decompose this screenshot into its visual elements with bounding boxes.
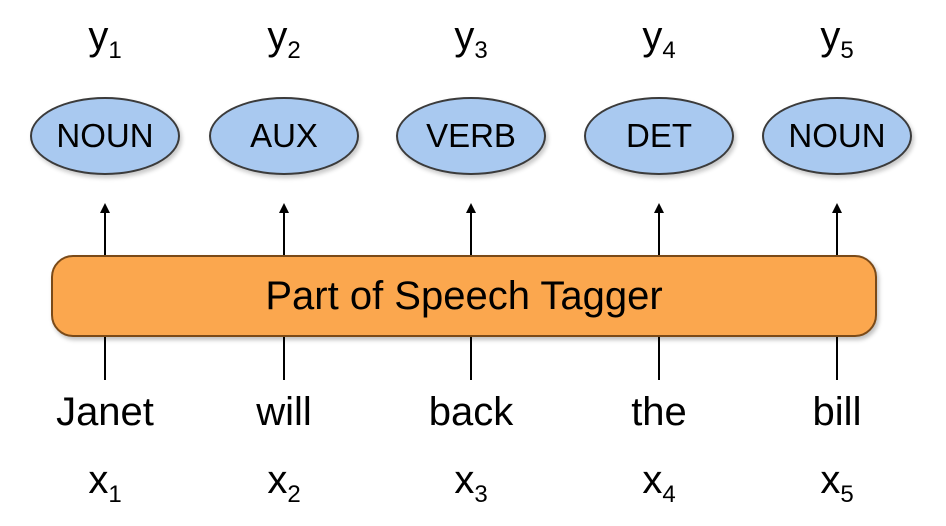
pos-tag-label: VERB xyxy=(426,117,516,154)
pos-tagger-label: Part of Speech Tagger xyxy=(265,273,663,318)
input-word: the xyxy=(631,390,687,434)
input-variable: x2 xyxy=(174,456,394,507)
input-variable-index: 4 xyxy=(662,481,676,508)
pos-tag-label: AUX xyxy=(250,117,318,154)
input-variable-index: 5 xyxy=(840,481,854,508)
input-variable-letter: x xyxy=(88,458,109,502)
output-variable: y4 xyxy=(549,12,769,63)
output-variable-letter: y xyxy=(267,14,288,58)
pos-tag-node: AUX xyxy=(209,97,359,175)
input-variable-index: 2 xyxy=(287,481,301,508)
input-variable-letter: x xyxy=(642,458,663,502)
output-variable: y1 xyxy=(0,12,215,63)
output-variable: y5 xyxy=(727,12,946,63)
input-variable-letter: x xyxy=(820,458,841,502)
pos-tagger-box: Part of Speech Tagger xyxy=(51,255,877,337)
input-variable-letter: x xyxy=(267,458,288,502)
output-variable-letter: y xyxy=(88,14,109,58)
pos-tag-label: NOUN xyxy=(56,117,154,154)
input-word: will xyxy=(256,390,312,434)
token-column: y5 NOUN bill x5 xyxy=(727,0,946,526)
output-variable-letter: y xyxy=(820,14,841,58)
output-variable-index: 3 xyxy=(474,37,488,64)
output-variable-index: 2 xyxy=(287,37,301,64)
pos-tag-node: NOUN xyxy=(762,97,912,175)
input-variable-index: 3 xyxy=(474,481,488,508)
token-column: y3 VERB back x3 xyxy=(361,0,581,526)
pos-tag-label: DET xyxy=(626,117,692,154)
input-variable: x3 xyxy=(361,456,581,507)
pos-tag-node: DET xyxy=(584,97,734,175)
output-variable-index: 5 xyxy=(840,37,854,64)
input-variable: x1 xyxy=(0,456,215,507)
input-word: bill xyxy=(812,390,862,434)
token-column: y2 AUX will x2 xyxy=(174,0,394,526)
token-column: y4 DET the x4 xyxy=(549,0,769,526)
output-variable-letter: y xyxy=(454,14,475,58)
input-word: back xyxy=(428,390,514,434)
token-column: y1 NOUN Janet x1 xyxy=(0,0,215,526)
input-variable-letter: x xyxy=(454,458,475,502)
output-variable: y2 xyxy=(174,12,394,63)
input-variable: x4 xyxy=(549,456,769,507)
pos-tag-label: NOUN xyxy=(788,117,886,154)
pos-tag-node: NOUN xyxy=(30,97,180,175)
input-word: Janet xyxy=(56,390,154,434)
output-variable: y3 xyxy=(361,12,581,63)
pos-tag-node: VERB xyxy=(396,97,546,175)
output-variable-index: 1 xyxy=(108,37,122,64)
input-variable: x5 xyxy=(727,456,946,507)
input-variable-index: 1 xyxy=(108,481,122,508)
output-variable-letter: y xyxy=(642,14,663,58)
output-variable-index: 4 xyxy=(662,37,676,64)
